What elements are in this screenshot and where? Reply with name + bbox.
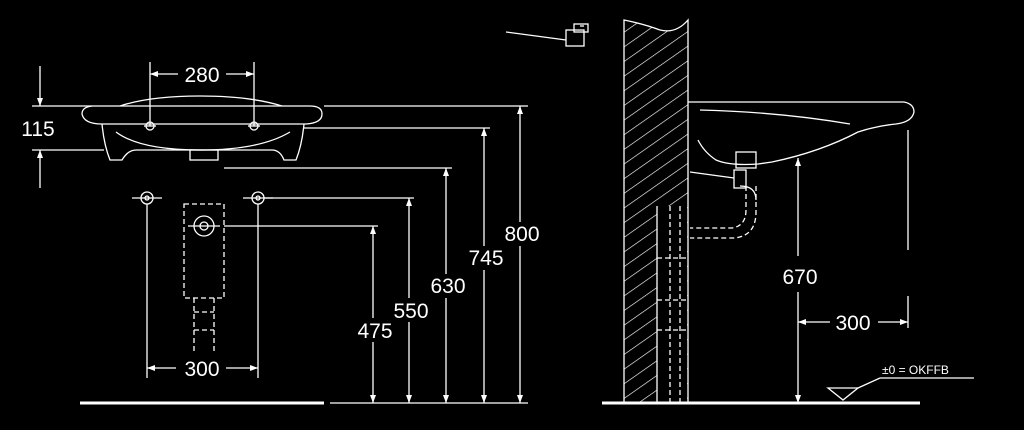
- dim-670-label: 670: [782, 266, 817, 289]
- dim-800-label: 800: [504, 223, 539, 246]
- concealed-box: [183, 203, 225, 352]
- dim-630: 630: [430, 168, 466, 403]
- basin-bowl: [101, 123, 305, 161]
- wall-bracket-detail: [505, 23, 589, 47]
- dim-115-label: 115: [21, 118, 54, 141]
- dim-745: 745: [468, 128, 504, 403]
- basin-side-inner: [699, 109, 851, 125]
- dim-630-label: 630: [430, 275, 465, 298]
- dim-550-label: 550: [393, 300, 428, 323]
- floor-reference-label: ±0 = OKFFB: [882, 363, 949, 377]
- dim-300-side-label: 300: [835, 312, 870, 335]
- mount-point-left: [132, 191, 162, 205]
- floor-reference-marker: ±0 = OKFFB: [826, 363, 974, 401]
- basin-top-outline: [81, 105, 323, 125]
- front-view: 280 115: [21, 62, 540, 405]
- dim-550: 550: [393, 198, 429, 403]
- dim-280: 280: [149, 62, 255, 126]
- dim-300-front: 300: [146, 204, 259, 381]
- side-view: 670 300 ±0 = OKFFB: [505, 18, 974, 405]
- dim-475: 475: [357, 226, 393, 403]
- dim-300-side: 300: [798, 130, 909, 335]
- drain-trap: [689, 151, 757, 239]
- concealed-pipes: [656, 206, 687, 404]
- dim-745-label: 745: [468, 247, 503, 270]
- dim-280-label: 280: [184, 64, 219, 87]
- drain-outlet: [189, 149, 219, 161]
- dim-800: 800: [504, 106, 540, 403]
- basin-side-profile: [688, 101, 915, 166]
- dim-115: 115: [21, 66, 104, 188]
- dim-670: 670: [782, 158, 818, 403]
- basin-bowl-inner: [115, 131, 291, 151]
- dim-475-label: 475: [357, 320, 392, 343]
- dim-300-front-label: 300: [184, 358, 219, 381]
- basin-top-inner: [119, 95, 283, 107]
